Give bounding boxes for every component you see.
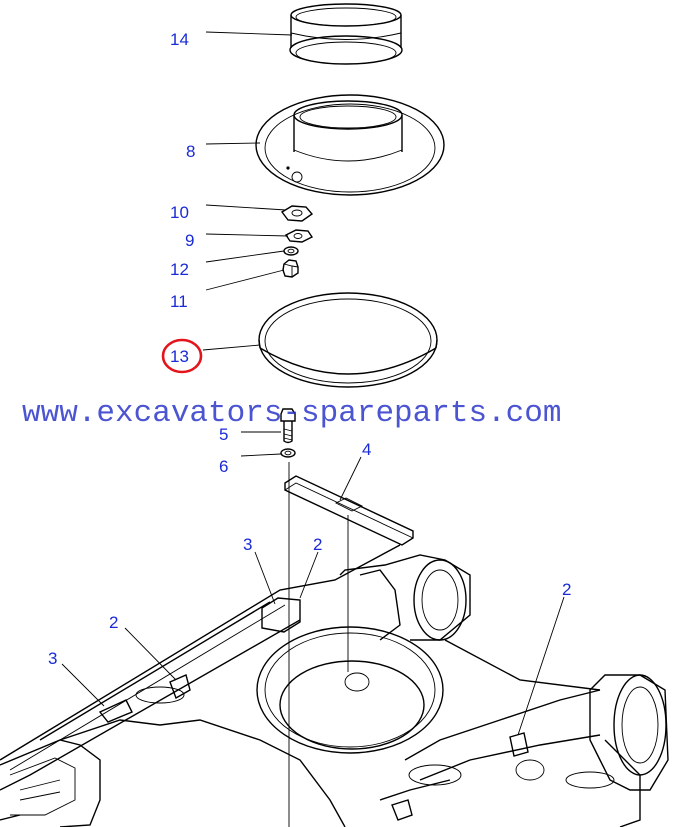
assembly-axis-lines [288,462,349,827]
callout-8[interactable]: 8 [186,142,195,161]
callout-2-upper[interactable]: 2 [313,535,322,554]
callout-3-upper[interactable]: 3 [243,535,252,554]
callout-13-highlight-ring [161,338,203,374]
callout-6[interactable]: 6 [219,457,228,476]
callout-3-left[interactable]: 3 [48,649,57,668]
part-11-nut [282,259,299,278]
callout-13[interactable]: 13 [170,347,189,366]
callout-9[interactable]: 9 [185,231,194,250]
part-9-gasket [284,229,314,243]
part-12-washer [283,246,299,256]
callout-12[interactable]: 12 [170,260,189,279]
callout-5[interactable]: 5 [219,425,228,444]
part-5-bolt [280,408,296,444]
track-frame [0,544,669,827]
part-4-plate [284,475,414,546]
part-10-flange [280,205,314,222]
watermark-text: www.excavators-spareparts.com [22,396,562,431]
part-6-washer [280,448,296,458]
leader-lines [61,31,565,736]
callout-2-right[interactable]: 2 [562,580,571,599]
callout-2-left[interactable]: 2 [109,613,118,632]
callout-11[interactable]: 11 [170,292,188,311]
callout-14[interactable]: 14 [170,30,189,49]
part-13-seal-ring [258,292,438,388]
callout-4[interactable]: 4 [362,440,371,459]
part-14-seal-ring [289,3,403,65]
callout-10[interactable]: 10 [170,203,189,222]
part-8-cover [255,94,445,196]
